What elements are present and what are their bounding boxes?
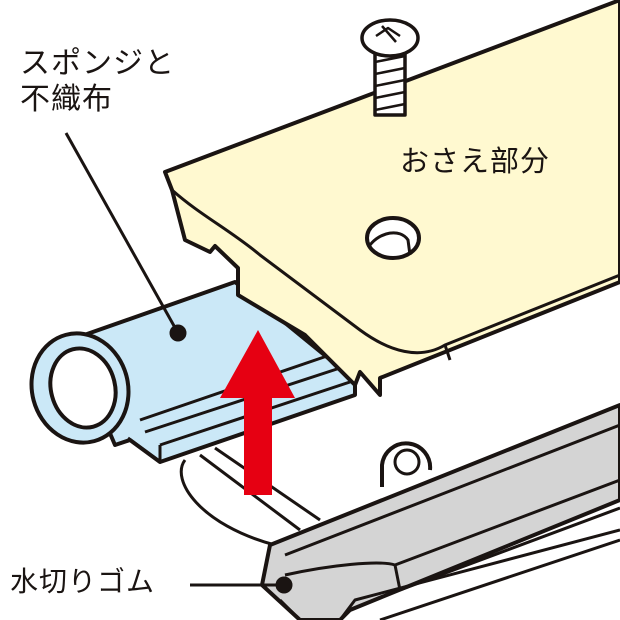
rubber-pointer-dot xyxy=(275,576,293,594)
sponge-pointer-dot xyxy=(169,324,187,342)
label-sponge-nonwoven: スポンジと不織布 xyxy=(20,46,175,118)
sponge-and-nonwoven xyxy=(29,280,357,464)
label-pressing-part: おさえ部分 xyxy=(400,144,551,178)
label-wiper-rubber: 水切りゴム xyxy=(10,565,156,598)
leader-lines xyxy=(64,132,293,594)
label-sponge-line1: スポンジと xyxy=(20,46,175,81)
wiper-rubber-blade xyxy=(179,403,620,620)
label-sponge-line2: 不織布 xyxy=(20,82,113,117)
arrow-up-icon xyxy=(220,330,295,495)
screw-icon xyxy=(360,18,420,117)
pressing-part xyxy=(163,0,620,397)
